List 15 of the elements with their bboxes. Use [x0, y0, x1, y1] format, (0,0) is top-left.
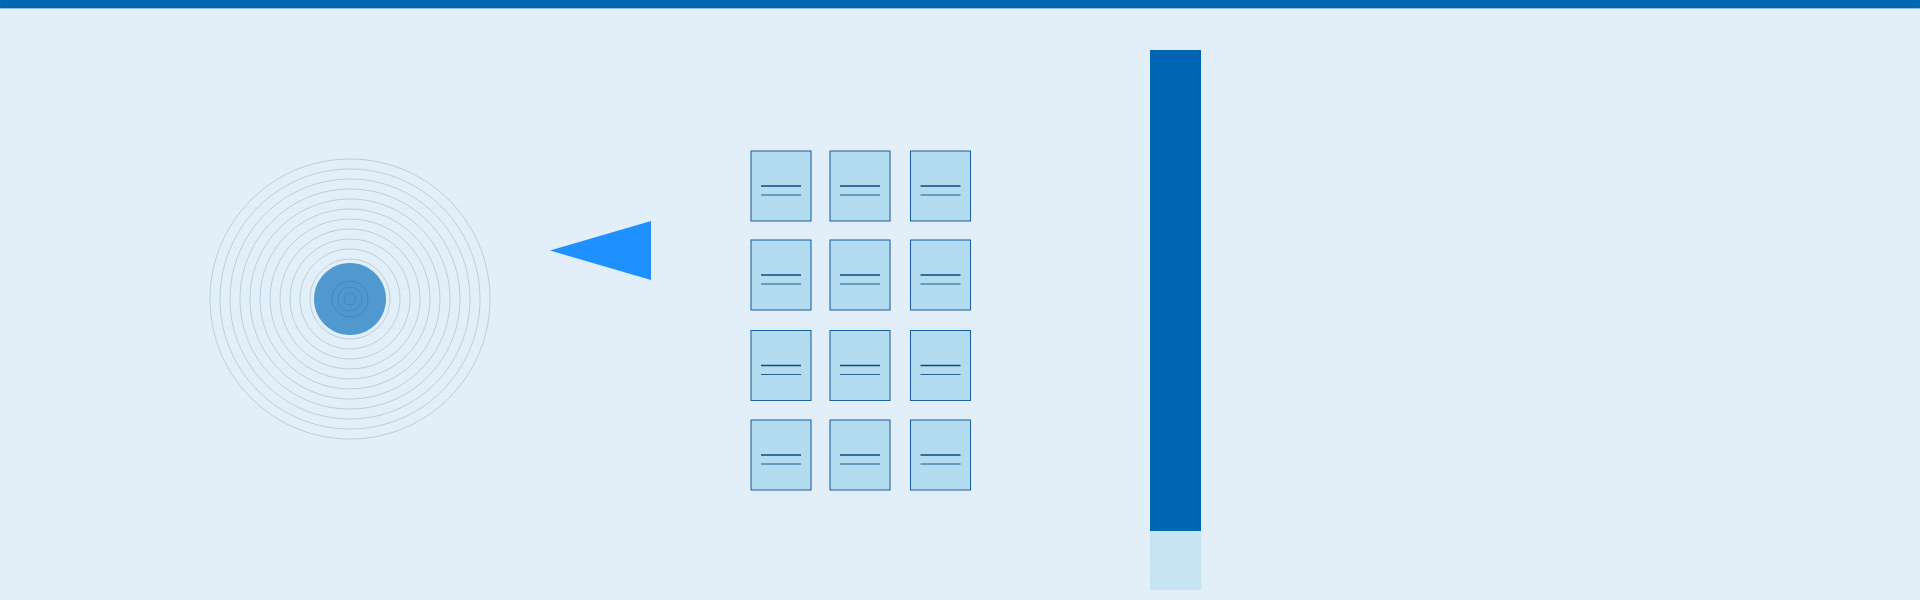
document-card	[829, 330, 891, 402]
document-card	[910, 150, 972, 222]
document-card	[910, 330, 972, 402]
document-card	[750, 419, 812, 491]
document-card	[910, 239, 972, 311]
pointer-triangle	[550, 221, 651, 280]
document-card	[829, 150, 891, 222]
document-card	[750, 239, 812, 311]
document-card	[910, 419, 972, 491]
document-card	[829, 419, 891, 491]
progress-bar	[1150, 50, 1201, 590]
document-card	[750, 330, 812, 402]
target-circle	[314, 263, 386, 335]
document-card	[750, 150, 812, 222]
document-card	[829, 239, 891, 311]
